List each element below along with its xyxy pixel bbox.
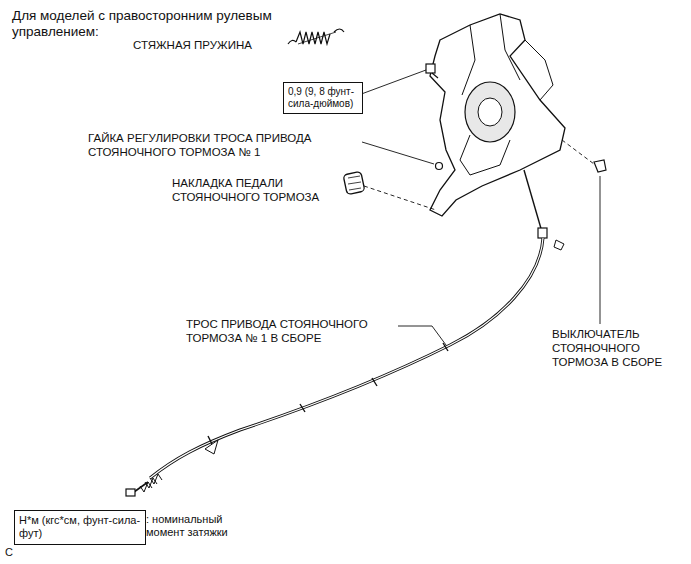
part-label: ГАЙКА РЕГУЛИРОВКИ ТРОСА ПРИВОДА СТОЯНОЧН… xyxy=(88,132,378,160)
pedal-pad xyxy=(343,171,436,210)
figure-code: C xyxy=(5,546,25,559)
torque-spec-box: 0,9 (9, 8 фунт-сила-дюймов) xyxy=(283,82,363,114)
box-text: 0,9 (9, 8 фунт-сила-дюймов) xyxy=(288,86,358,110)
legend-note: : номинальный момент затяжки xyxy=(146,513,256,539)
part-label: НАКЛАДКА ПЕДАЛИ СТОЯНОЧНОГО ТОРМОЗА xyxy=(172,177,337,205)
part-label: ТРОС ПРИВОДА СТОЯНОЧНОГО ТОРМОЗА № 1 В С… xyxy=(186,318,411,346)
part-label: СТЯЖНАЯ ПРУЖИНА xyxy=(133,39,333,53)
parking-brake-switch xyxy=(562,140,606,172)
leader-lines xyxy=(356,70,600,345)
part-label: ВЫКЛЮЧАТЕЛЬ СТОЯНОЧНОГО ТОРМОЗА В СБОРЕ xyxy=(552,328,686,369)
torque-legend-box: Н*м (кгс*см, фунт-сила-фут) xyxy=(14,510,146,545)
brake-cable xyxy=(126,170,564,496)
diagram-title: Для моделей с правосторонним рулевым упр… xyxy=(12,8,342,40)
tension-spring xyxy=(288,29,344,44)
box-text: Н*м (кгс*см, фунт-сила-фут) xyxy=(19,514,141,540)
pedal-bracket xyxy=(426,14,565,216)
